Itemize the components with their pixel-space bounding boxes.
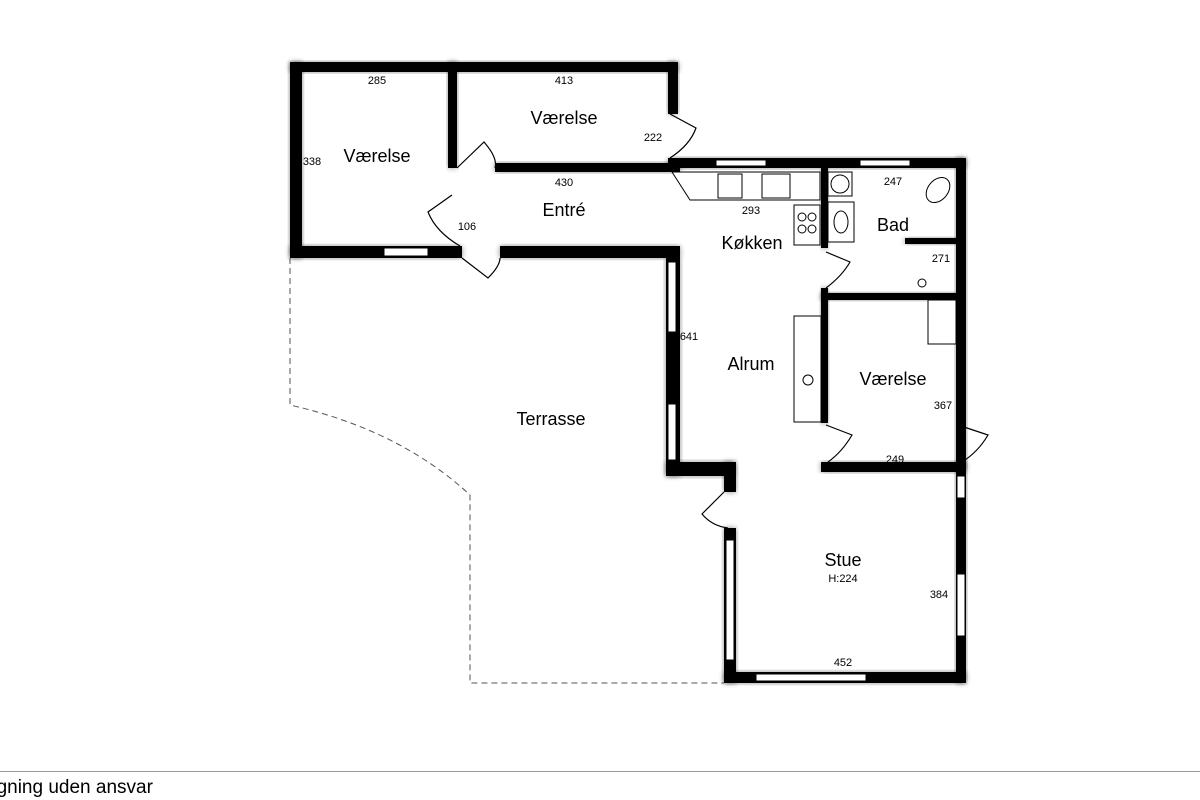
dimension-label: 384 <box>930 589 948 601</box>
dimension-label: 106 <box>458 221 476 233</box>
dimension-label: 247 <box>884 176 902 188</box>
dimension-label: 222 <box>644 132 662 144</box>
dimension-label: 249 <box>886 454 904 466</box>
room-label-stue: Stue <box>824 550 861 570</box>
room-height-stue: H:224 <box>828 573 857 585</box>
dimension-label: 293 <box>742 205 760 217</box>
terrace-outline <box>289 258 724 684</box>
room-label-entre: Entré <box>542 200 585 220</box>
dimension-label: 641 <box>680 331 698 343</box>
footer-disclaimer: egning uden ansvar <box>0 777 153 798</box>
footer-divider <box>0 771 1200 772</box>
room-label-bad: Bad <box>877 215 909 235</box>
doors <box>427 113 989 529</box>
fixtures <box>671 171 957 423</box>
dimension-label: 452 <box>834 657 852 669</box>
dimension-label: 430 <box>555 177 573 189</box>
room-label-kokken: Køkken <box>721 233 782 253</box>
room-label-vaerelse-2: Værelse <box>530 108 597 128</box>
dimension-label: 367 <box>934 400 952 412</box>
room-label-vaerelse-3: Værelse <box>859 369 926 389</box>
dimension-label: 285 <box>368 75 386 87</box>
dimension-label: 271 <box>932 253 950 265</box>
dimension-label: 413 <box>555 75 573 87</box>
room-label-terrasse: Terrasse <box>516 409 585 429</box>
room-label-vaerelse-1: Værelse <box>343 146 410 166</box>
windows <box>383 159 966 682</box>
dimension-label: 338 <box>303 156 321 168</box>
room-label-alrum: Alrum <box>727 354 774 374</box>
